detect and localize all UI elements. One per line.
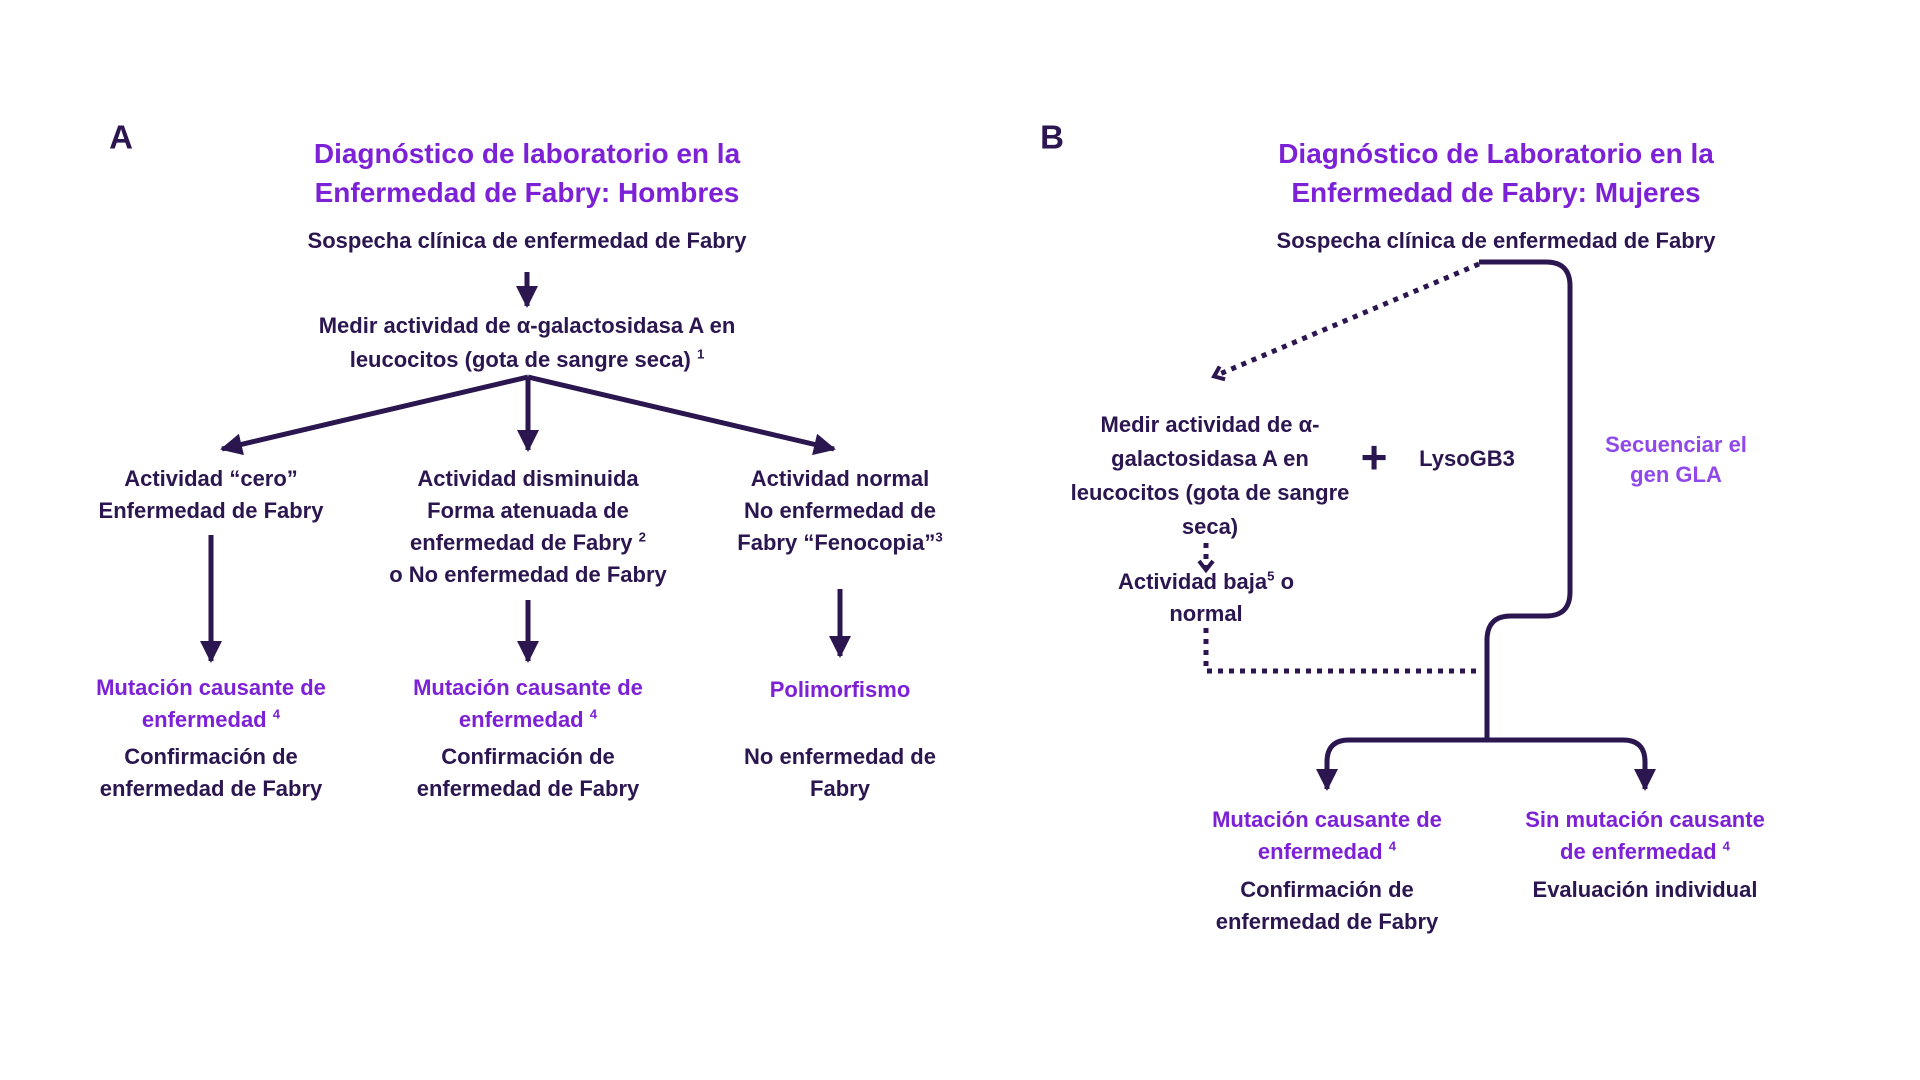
arrow-a-fan-right [527,374,836,456]
panel-b-measure-line-3: leucocitos (gota de sangre [1070,480,1350,505]
panel-b-outcome-left-purple-line-1: Mutación causante de [1212,807,1442,832]
panel-a-outcome-left-dark-line-1: Confirmación de [124,744,298,769]
panel-a-title-line-1: Diagnóstico de laboratorio en la [313,138,741,169]
panel-b-outcome-left-dark-line-1: Confirmación de [1240,877,1414,902]
panel-b-outcome-left-footnote-4: 4 [1388,838,1397,854]
panel-a-outcome-left-footnote-4: 4 [272,706,281,722]
arrow-a-fan-left [220,374,529,456]
panel-b-measure-line-4: seca) [1181,514,1239,539]
panel-b-outcome-left-purple-line-2: enfermedad 4 [1257,838,1397,864]
connector-b-sequence-gla-elbow [1479,259,1573,740]
panel-a-outcome-mid-purple-line-2: enfermedad 4 [458,706,598,732]
panel-a-branch-mid-line-3-text: enfermedad de Fabry [410,530,639,555]
panel-a-outcome-mid-dark-line-2: enfermedad de Fabry [416,776,640,801]
dotted-arrow-b-suspicion-to-measure [1211,261,1480,382]
panel-a-branch-left-line-1: Actividad “cero” [124,466,298,491]
panel-b-lysogb3: LysoGB3 [1419,446,1515,471]
panel-a-measure-line-1: Medir actividad de α-galactosidasa A en [318,313,736,338]
panel-a-footnote-3: 3 [935,529,943,545]
panel-b-activity-line-1-tail: o [1274,569,1295,594]
panel-a-branch-right-line-2: No enfermedad de [744,498,936,523]
panel-b-title-line-2: Enfermedad de Fabry: Mujeres [1291,177,1701,208]
panel-b-activity-line-1-text: Actividad baja [1117,569,1268,594]
panel-b-activity-line-1: Actividad baja5 o [1117,568,1295,594]
panel-b-outcome-right-purple-line-2-text: de enfermedad [1560,839,1723,864]
panel-a-branch-right-line-3: Fabry “Fenocopia”3 [737,529,943,555]
panel-b-sequence-gla-line-1: Secuenciar el [1605,432,1747,457]
panel-a-measure-footnote-1: 1 [696,346,705,362]
panel-b-outcome-right-purple-line-2: de enfermedad 4 [1560,838,1730,864]
panel-a-footnote-2: 2 [638,529,646,545]
panel-b-measure-line-2: galactosidasa A en [1111,446,1309,471]
panel-b-outcome-right-purple-line-1: Sin mutación causante [1525,807,1765,832]
panel-a-suspicion: Sospecha clínica de enfermedad de Fabry [307,228,747,253]
panel-a-branch-mid-line-3: enfermedad de Fabry 2 [410,529,646,555]
panel-b-sequence-gla-line-2: gen GLA [1630,462,1722,487]
panel-b-outcome-left-dark-line-2: enfermedad de Fabry [1215,909,1439,934]
panel-a-branch-mid-line-4: o No enfermedad de Fabry [389,562,667,587]
panel-b-title-line-1: Diagnóstico de Laboratorio en la [1278,138,1714,169]
panel-a-branch-mid-line-2: Forma atenuada de [427,498,629,523]
panel-a-label: A [109,118,133,156]
panel-a-measure-line-2: leucocitos (gota de sangre seca) 1 [349,346,705,372]
panel-a-outcome-left-purple-line-2-text: enfermedad [141,707,273,732]
panel-a-title-line-2: Enfermedad de Fabry: Hombres [314,177,740,208]
panel-b-outcome-right-dark-line-1: Evaluación individual [1532,877,1758,902]
panel-b-suspicion: Sospecha clínica de enfermedad de Fabry [1276,228,1716,253]
panel-a-outcome-mid-dark-line-1: Confirmación de [441,744,615,769]
panel-a-branch-right-line-1: Actividad normal [750,466,930,491]
panel-a-outcome-right-dark-line-2: Fabry [810,776,870,801]
plus-icon: + [1360,431,1388,483]
panel-a-branch-left-line-2: Enfermedad de Fabry [98,498,324,523]
arrow-b-junction-to-left-outcome [1316,737,1487,791]
panel-a-outcome-left-dark-line-2: enfermedad de Fabry [99,776,323,801]
panel-a-outcome-left-purple-line-1: Mutación causante de [96,675,326,700]
panel-a-outcome-mid-footnote-4: 4 [589,706,598,722]
panel-b-label: B [1040,118,1064,156]
panel-a-branch-mid-line-1: Actividad disminuida [417,466,639,491]
panel-a-branch-right-line-3-text: Fabry “Fenocopia” [737,530,936,555]
panel-a-outcome-mid-purple-line-2-text: enfermedad [458,707,590,732]
panel-a-outcome-right-dark-line-1: No enfermedad de [744,744,936,769]
panel-a-outcome-right-purple: Polimorfismo [769,677,911,702]
dotted-connector-b-activity-to-junction [1203,628,1478,674]
panel-a-measure-line-2-text: leucocitos (gota de sangre seca) [349,347,697,372]
panel-b-footnote-5: 5 [1267,568,1275,584]
panel-b-measure-line-1: Medir actividad de α- [1100,412,1320,437]
panel-b-activity-line-2: normal [1169,601,1243,626]
panel-b-outcome-left-purple-line-2-text: enfermedad [1257,839,1389,864]
panel-a-outcome-left-purple-line-2: enfermedad 4 [141,706,281,732]
panel-b-outcome-right-footnote-4: 4 [1722,838,1730,854]
panel-a-outcome-mid-purple-line-1: Mutación causante de [413,675,643,700]
arrow-b-junction-to-right-outcome [1487,737,1657,791]
